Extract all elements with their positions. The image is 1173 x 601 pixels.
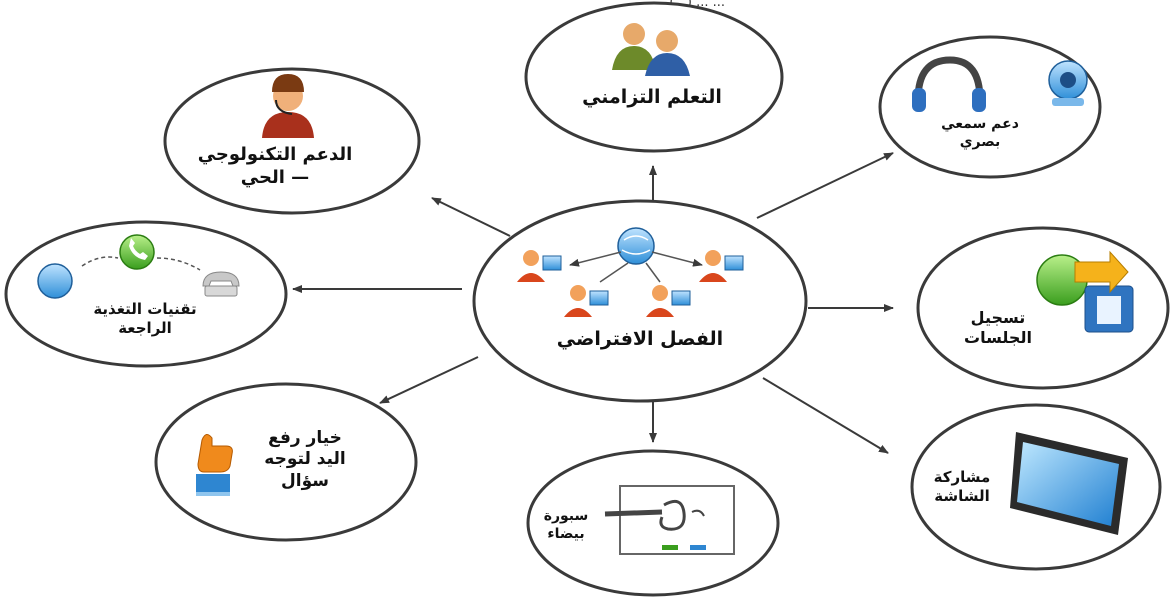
raise-hand-line1: خيار رفع [268, 428, 342, 448]
screen-share-line1: مشاركة [933, 468, 991, 486]
operator-icon [262, 74, 314, 138]
raise-hand-ellipse [154, 382, 418, 542]
av-support-line1: دعم سمعي [941, 116, 1019, 132]
sync-learning-ellipse [524, 1, 784, 153]
arrow-to-av-support [756, 152, 894, 219]
feedback-label: تقنيات التغذية الراجعة [70, 300, 220, 338]
network-icon [517, 227, 744, 317]
sync-learning-line1: التعلم التزامني [582, 86, 722, 108]
av-support-line2: بصري [959, 133, 1001, 150]
whiteboard-line2: بيضاء [547, 525, 585, 542]
whiteboard-icon [604, 485, 735, 555]
feedback-ellipse [4, 220, 288, 368]
sync-learning-label: التعلم التزامني [548, 86, 756, 110]
record-icon [1036, 250, 1134, 333]
phone-icon [37, 234, 240, 299]
tech-support-line2: — الحي [240, 166, 310, 188]
screen-share-label: مشاركة الشاشة [920, 468, 1004, 506]
header-fragment: (...) ... ... [669, 0, 725, 10]
recording-label: تسجيل الجلسات [948, 308, 1048, 348]
raise-hand-line2: اليد لتوجه [264, 449, 346, 470]
center-label-line1: الفصل الافتراضي [556, 328, 724, 350]
headset-icon [912, 56, 986, 112]
arrows [292, 152, 894, 454]
recording-line2: الجلسات [964, 328, 1032, 347]
whiteboard-line1: سبورة [543, 508, 589, 524]
center-label: الفصل الافتراضي [518, 328, 762, 352]
tech-support-label: الدعم التكنولوجي — الحي [165, 144, 385, 189]
raise-hand-line3: سؤال [281, 470, 329, 491]
tech-support-ellipse [163, 67, 421, 215]
av-support-ellipse [878, 35, 1102, 179]
raise-hand-label: خيار رفع اليد لتوجه سؤال [250, 428, 360, 492]
arrow-to-tech-support [431, 197, 511, 237]
monitor-icon [1010, 432, 1128, 535]
whiteboard-label: سبورة بيضاء [530, 508, 602, 543]
webcam-icon [1048, 60, 1088, 106]
av-support-label: دعم سمعي بصري [920, 116, 1040, 151]
center-ellipse [472, 199, 808, 403]
arrow-to-screen-share [762, 377, 889, 454]
group-icon [612, 23, 690, 76]
feedback-line1: تقنيات التغذية [93, 300, 197, 318]
arrow-to-raise-hand [379, 356, 479, 404]
tech-support-line1: الدعم التكنولوجي [197, 144, 353, 165]
feedback-line2: الراجعة [118, 318, 172, 337]
recording-line1: تسجيل [970, 308, 1026, 327]
screen-share-line2: الشاشة [934, 486, 990, 505]
raise-hand-icon [196, 434, 233, 496]
